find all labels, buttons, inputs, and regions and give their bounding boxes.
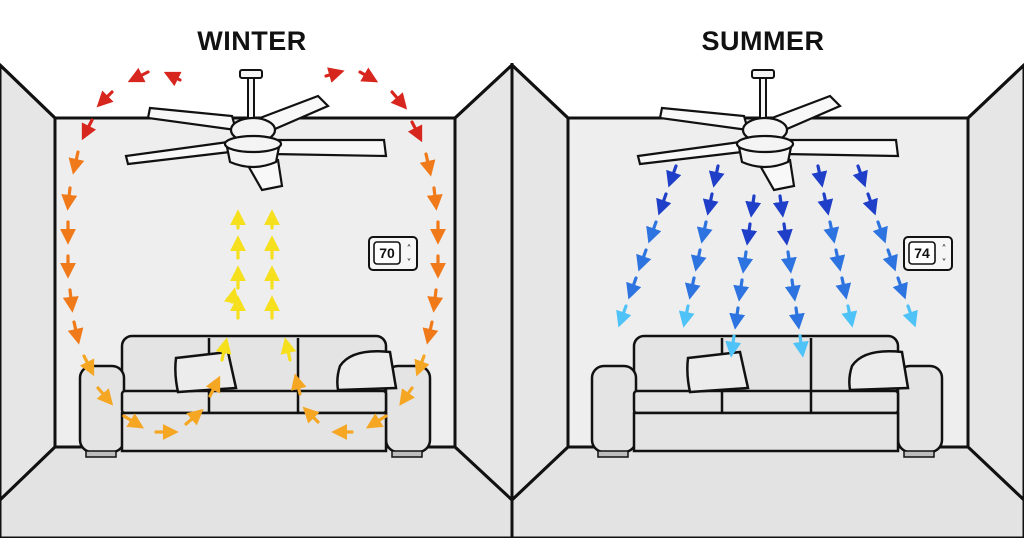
dashed-arrow-icon [708,164,725,188]
dashed-arrow-icon [358,67,379,83]
winter-fan [124,69,388,192]
dashed-arrow-icon [407,120,423,143]
dashed-arrow-icon [616,304,632,328]
dashed-arrow-icon [811,164,828,188]
dashed-arrow-icon [872,220,888,244]
dashed-arrow-icon [122,413,145,429]
dashed-arrow-icon [823,220,840,244]
dashed-arrow-icon [784,278,801,302]
chevron-up-icon: ˄ [407,243,412,255]
dashed-arrow-icon [841,304,858,328]
dashed-arrow-icon [852,164,868,188]
dashed-arrow-icon [96,386,114,406]
winter-thermostat: 70 ˄ ˅ [368,236,418,271]
summer-fan [636,69,900,192]
dashed-arrow-icon [427,288,444,313]
dashed-arrow-icon [788,306,805,330]
dashed-arrow-icon [745,194,762,218]
dashed-arrow-icon [81,118,97,141]
dashed-arrow-icon [829,248,846,272]
dashed-arrow-icon [776,222,793,246]
winter-floor [0,445,514,538]
winter-airflow [60,67,446,440]
winter-right-wall [453,61,514,504]
dashed-arrow-icon [902,304,918,328]
thermostat-icon: 74 ˄ ˅ [903,236,953,271]
dashed-arrow-icon [290,373,307,396]
summer-left-wall [510,61,570,504]
dashed-arrow-icon [205,375,221,398]
summer-sofa [590,334,944,458]
dashed-arrow-icon [772,194,789,218]
dashed-arrow-icon [690,248,707,272]
dashed-arrow-icon [678,304,695,328]
dashed-arrow-icon [390,90,408,110]
dashed-arrow-icon [729,306,746,330]
dashed-arrow-icon [646,220,662,244]
dashed-arrow-icon [414,354,430,377]
dashed-arrow-icon [741,222,758,246]
dashed-arrow-icon [324,67,345,83]
dashed-arrow-icon [79,354,95,377]
dashed-arrow-icon [725,334,742,358]
sofa-icon [78,334,432,458]
summer-thermostat-reading: 74 [914,245,930,261]
winter-title: WINTER [197,26,306,56]
chevron-down-icon: ˅ [942,257,947,269]
dashed-arrow-icon [184,408,204,426]
dashed-arrow-icon [280,337,297,362]
dashed-arrow-icon [737,250,754,274]
dashed-arrow-icon [61,186,78,211]
ceiling-fan-icon [124,69,388,192]
dashed-arrow-icon [882,248,898,272]
dashed-arrow-icon [365,413,388,429]
dashed-arrow-icon [862,192,878,216]
summer-thermostat: 74 ˄ ˅ [903,236,953,271]
dashed-arrow-icon [656,192,672,216]
dashed-arrow-icon [302,406,320,424]
dashed-arrow-icon [96,90,114,108]
dashed-arrow-icon [733,278,750,302]
dashed-arrow-icon [422,320,439,345]
summer-floor [510,445,1024,538]
dashed-arrow-icon [636,248,652,272]
dashed-arrow-icon [892,276,908,300]
dashed-arrow-icon [67,320,84,345]
sofa-icon [590,334,944,458]
dashed-arrow-icon [626,276,642,300]
dashed-arrow-icon [684,276,701,300]
winter-sofa [78,334,432,458]
dashed-arrow-icon [223,287,240,305]
summer-title: SUMMER [702,26,825,56]
dashed-arrow-icon [215,337,232,362]
winter-left-wall [0,62,57,503]
dashed-arrow-icon [426,186,443,211]
dashed-arrow-icon [696,220,713,244]
dashed-arrow-icon [62,288,79,313]
dashed-arrow-icon [835,276,852,300]
dashed-arrow-icon [780,250,797,274]
dashed-arrow-icon [419,152,436,177]
ceiling-fan-icon [636,69,900,192]
dashed-arrow-icon [666,164,682,188]
dashed-arrow-icon [792,334,809,358]
chevron-up-icon: ˄ [942,243,947,255]
chevron-down-icon: ˅ [407,257,412,269]
winter-thermostat-reading: 70 [379,245,395,261]
summer-right-wall [966,62,1024,503]
summer-airflow [616,164,918,358]
dashed-arrow-icon [127,67,150,83]
thermostat-icon: 70 ˄ ˅ [368,236,418,271]
dashed-arrow-icon [702,192,719,216]
dashed-arrow-icon [68,150,85,175]
dashed-arrow-icon [399,386,416,406]
dashed-arrow-icon [817,192,834,216]
dashed-arrow-icon [163,71,182,87]
